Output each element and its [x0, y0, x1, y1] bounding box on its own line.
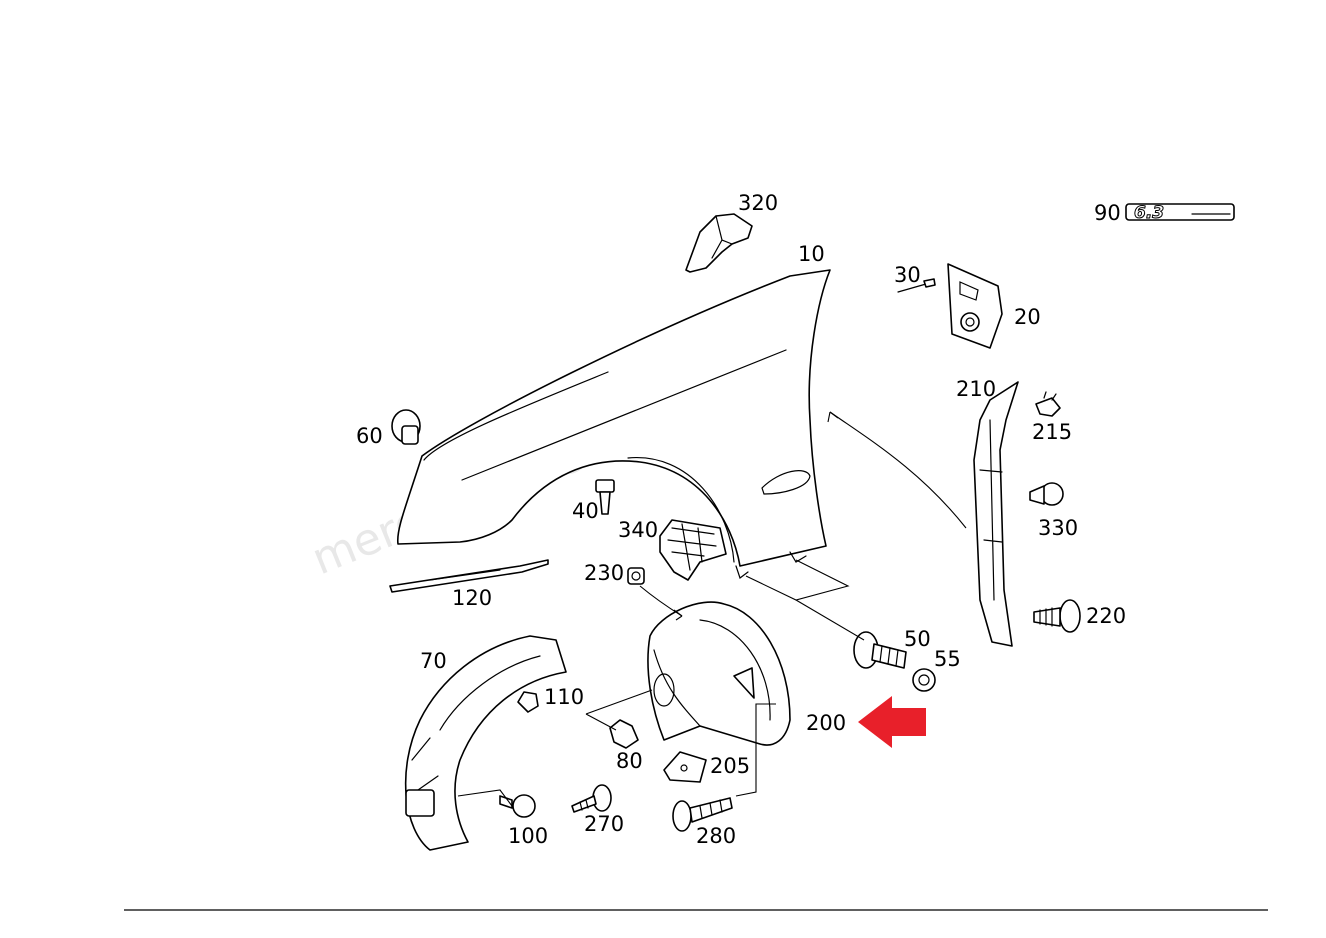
part-220-screw[interactable] [1033, 599, 1081, 633]
callout-220: 220 [1086, 604, 1126, 628]
part-55-nut[interactable] [912, 668, 936, 692]
part-20-plate[interactable] [947, 263, 1003, 349]
callout-100: 100 [508, 824, 548, 848]
part-40-screw[interactable] [595, 479, 615, 515]
callout-30: 30 [894, 263, 921, 287]
part-330-rivet[interactable] [1029, 482, 1064, 506]
part-215-clip[interactable] [1035, 391, 1061, 417]
callout-330: 330 [1038, 516, 1078, 540]
part-70-front-liner[interactable] [404, 635, 567, 851]
callout-280: 280 [696, 824, 736, 848]
part-210-bracket[interactable] [973, 381, 1019, 647]
callout-205: 205 [710, 754, 750, 778]
part-120-trim[interactable] [389, 559, 549, 593]
part-340-insulation[interactable] [659, 519, 727, 581]
part-80-clip[interactable] [609, 719, 639, 749]
callout-110: 110 [544, 685, 584, 709]
part-205-clip[interactable] [663, 751, 707, 783]
part-100-bolt[interactable] [499, 794, 536, 818]
badge-text: 6.3 [1134, 203, 1164, 223]
part-90-badge: 6.3 [1125, 203, 1235, 224]
callout-10: 10 [798, 242, 825, 266]
callout-210: 210 [956, 377, 996, 401]
callout-70: 70 [420, 649, 447, 673]
callout-230: 230 [584, 561, 624, 585]
callout-20: 20 [1014, 305, 1041, 329]
part-30-pin[interactable] [897, 278, 936, 293]
callout-60: 60 [356, 424, 383, 448]
leader-lines [457, 411, 967, 807]
callout-270: 270 [584, 812, 624, 836]
callout-340: 340 [618, 518, 658, 542]
callout-50: 50 [904, 627, 931, 651]
highlight-arrow-icon [858, 696, 926, 748]
part-280-screw[interactable] [672, 797, 733, 832]
callout-200: 200 [806, 711, 846, 735]
callout-80: 80 [616, 749, 643, 773]
part-230-clip[interactable] [627, 567, 645, 585]
callout-90: 90 [1094, 201, 1121, 225]
callout-320: 320 [738, 191, 778, 215]
part-10-fender[interactable] [396, 269, 831, 579]
callout-120: 120 [452, 586, 492, 610]
part-270-screw[interactable] [571, 784, 612, 813]
callout-215: 215 [1032, 420, 1072, 444]
part-110-clip[interactable] [517, 691, 539, 713]
callout-40: 40 [572, 499, 599, 523]
callout-55: 55 [934, 647, 961, 671]
part-320-bracket[interactable] [685, 213, 753, 273]
part-50-bolt[interactable] [853, 631, 907, 669]
part-200-wheel-liner[interactable] [647, 601, 791, 746]
callout-labels: 10 20 30 40 50 55 60 70 80 90 100 110 12… [356, 191, 1126, 848]
part-60-plug[interactable] [391, 409, 421, 445]
